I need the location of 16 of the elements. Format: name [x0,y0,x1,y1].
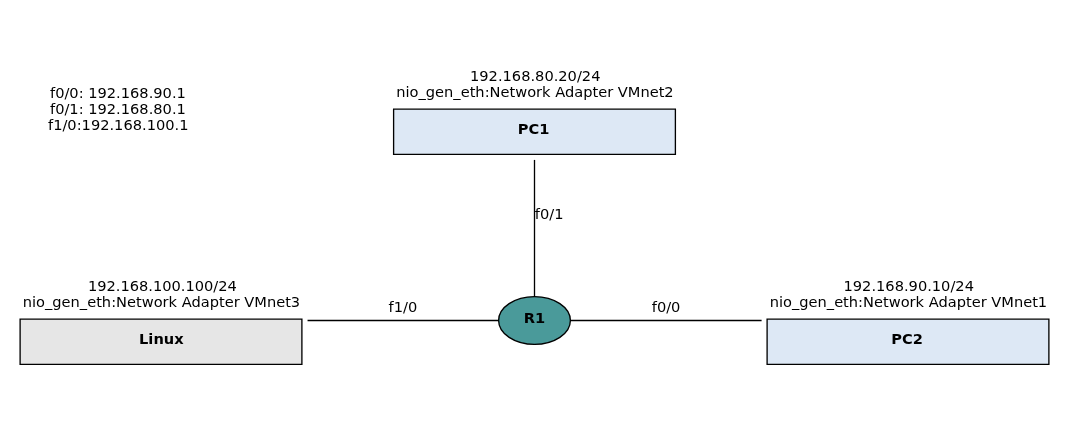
edge-label: f0/1 [534,205,564,223]
edge-label: f1/0 [388,298,418,316]
node-label: 192.168.80.20/24 [470,66,601,84]
connector [306,319,500,322]
node-label: nio_gen_eth:Network Adapter VMnet2 [396,82,674,100]
node-label: nio_gen_eth:Network Adapter VMnet1 [769,292,1048,310]
node-label: 192.168.90.10/24 [843,277,974,294]
label: f1/0:192.168.100.1 [48,116,189,134]
node-label: nio_gen_eth:Network Adapter VMnet3 [22,292,301,310]
node-label: 192.168.100.100/24 [87,277,237,294]
connector [533,159,536,297]
label: f0/0: 192.168.90.1 [50,84,186,102]
label: f0/1: 192.168.80.1 [50,100,186,118]
edge-label: f0/0 [651,298,681,316]
node-ellipse: R1 [497,295,572,346]
connector [570,319,763,322]
